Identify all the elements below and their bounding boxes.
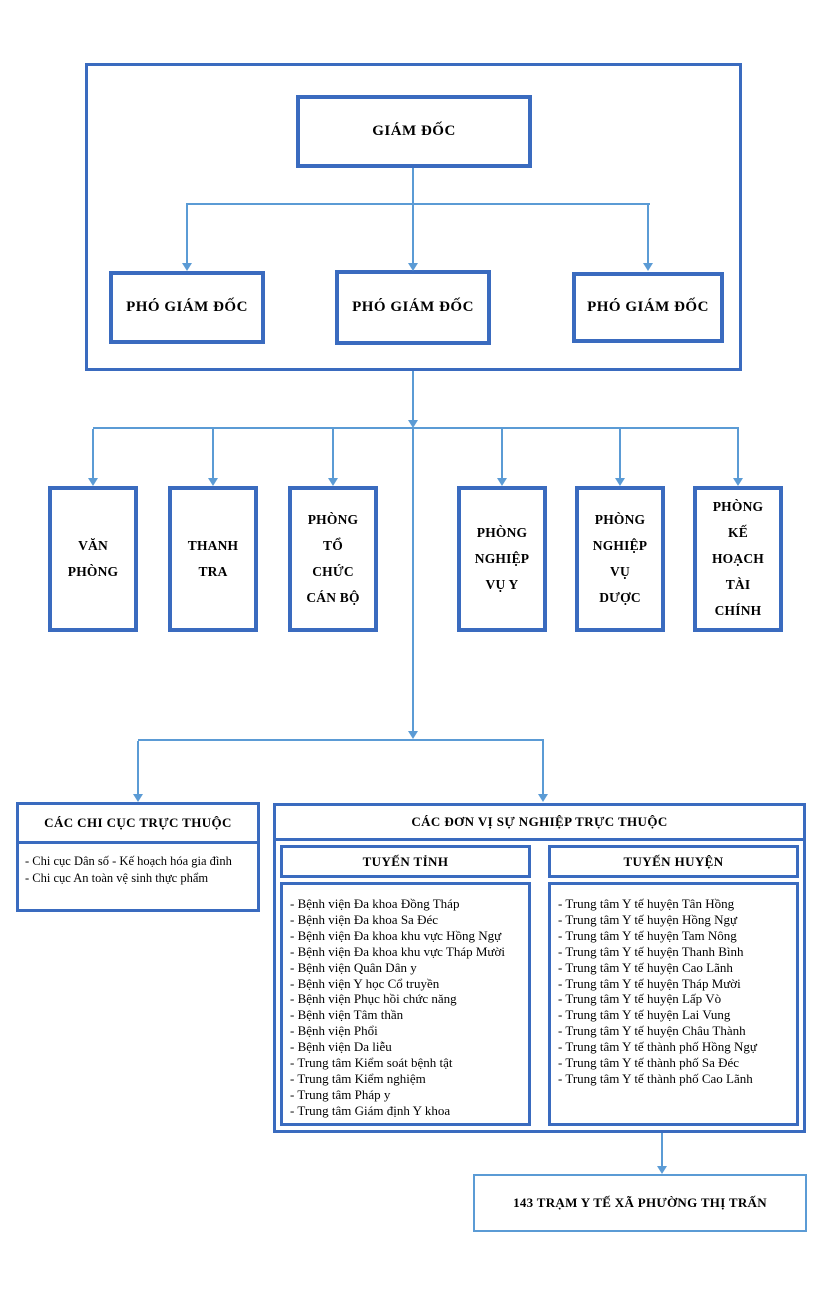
connector-line bbox=[137, 741, 139, 794]
don-vi-title: CÁC ĐƠN VỊ SỰ NGHIỆP TRỰC THUỘC bbox=[276, 806, 803, 841]
connector-line bbox=[412, 371, 414, 420]
dept-box-nghiep-vu-y: PHÒNG NGHIỆP VỤ Y bbox=[457, 486, 547, 632]
list-item: - Trung tâm Giám định Y khoa bbox=[290, 1102, 451, 1118]
connector-line bbox=[412, 429, 414, 731]
connector-line bbox=[412, 205, 414, 263]
tram-y-te-label: 143 TRẠM Y TẾ XÃ PHƯỜNG THỊ TRẤN bbox=[513, 1195, 767, 1210]
arrow-down-icon bbox=[497, 478, 507, 486]
connector-line bbox=[92, 429, 94, 478]
deputy-box-1: PHÓ GIÁM ĐỐC bbox=[109, 271, 265, 344]
arrow-down-icon bbox=[408, 263, 418, 271]
list-item: - Bệnh viện Phục hồi chức năng bbox=[290, 991, 457, 1007]
tuyen-huyen-title: TUYẾN HUYỆN bbox=[548, 845, 799, 878]
arrow-down-icon bbox=[733, 478, 743, 486]
arrow-down-icon bbox=[133, 794, 143, 802]
list-item: - Bệnh viện Phổi bbox=[290, 1023, 378, 1039]
dept-box-van-phong: VĂN PHÒNG bbox=[48, 486, 138, 632]
director-box: GIÁM ĐỐC bbox=[296, 95, 532, 168]
dept-label: PHÒNG KẾ HOẠCH TÀI CHÍNH bbox=[711, 499, 764, 618]
column-tuyen-tinh: TUYẾN TỈNH - Bệnh viện Đa khoa Đồng Tháp… bbox=[280, 845, 531, 1126]
arrow-down-icon bbox=[643, 263, 653, 271]
dept-box-nghiep-vu-duoc: PHÒNG NGHIỆP VỤ DƯỢC bbox=[575, 486, 665, 632]
chi-cuc-title: CÁC CHI CỤC TRỰC THUỘC bbox=[19, 805, 257, 844]
chi-cuc-box: CÁC CHI CỤC TRỰC THUỘC - Chi cục Dân số … bbox=[16, 802, 260, 912]
dept-label: PHÒNG NGHIỆP VỤ DƯỢC bbox=[592, 512, 648, 605]
arrow-down-icon bbox=[88, 478, 98, 486]
connector-line bbox=[186, 203, 650, 205]
tuyen-tinh-title: TUYẾN TỈNH bbox=[280, 845, 531, 878]
list-item: - Trung tâm Y tế huyện Lai Vung bbox=[558, 1007, 731, 1023]
deputy-box-3: PHÓ GIÁM ĐỐC bbox=[572, 272, 724, 343]
list-item: - Bệnh viện Quân Dân y bbox=[290, 959, 417, 975]
deputy-box-2: PHÓ GIÁM ĐỐC bbox=[335, 270, 491, 345]
connector-line bbox=[332, 429, 334, 478]
list-item: - Trung tâm Y tế thành phố Hồng Ngự bbox=[558, 1039, 757, 1055]
deputy-label: PHÓ GIÁM ĐỐC bbox=[126, 299, 248, 315]
list-item: - Chi cục Dân số - Kế hoạch hóa gia đình bbox=[25, 854, 232, 868]
dept-label: PHÒNG TỔ CHỨC CÁN BỘ bbox=[306, 512, 360, 605]
list-item: - Trung tâm Y tế huyện Cao Lãnh bbox=[558, 959, 733, 975]
list-item: - Trung tâm Y tế huyện Tân Hồng bbox=[558, 896, 735, 911]
list-item: - Bệnh viện Da liễu bbox=[290, 1039, 392, 1055]
column-tuyen-huyen: TUYẾN HUYỆN - Trung tâm Y tế huyện Tân H… bbox=[548, 845, 799, 1126]
tuyen-tinh-list: - Bệnh viện Đa khoa Đồng Tháp- Bệnh viện… bbox=[280, 882, 531, 1126]
connector-line bbox=[737, 429, 739, 478]
connector-line bbox=[93, 427, 739, 429]
list-item: - Bệnh viện Đa khoa khu vực Tháp Mười bbox=[290, 943, 505, 959]
list-item: - Trung tâm Y tế huyện Hồng Ngự bbox=[558, 911, 738, 927]
arrow-down-icon bbox=[408, 420, 418, 428]
connector-line bbox=[661, 1133, 663, 1166]
list-item: - Trung tâm Y tế huyện Tháp Mười bbox=[558, 975, 741, 991]
dept-box-to-chuc-can-bo: PHÒNG TỔ CHỨC CÁN BỘ bbox=[288, 486, 378, 632]
arrow-down-icon bbox=[538, 794, 548, 802]
list-item: - Trung tâm Y tế huyện Thanh Bình bbox=[558, 943, 744, 959]
arrow-down-icon bbox=[657, 1166, 667, 1174]
connector-line bbox=[501, 429, 503, 478]
arrow-down-icon bbox=[328, 478, 338, 486]
tram-y-te-box: 143 TRẠM Y TẾ XÃ PHƯỜNG THỊ TRẤN bbox=[473, 1174, 807, 1232]
list-item: - Bệnh viện Đa khoa khu vực Hồng Ngự bbox=[290, 927, 502, 943]
list-item: - Chi cục An toàn vệ sinh thực phẩm bbox=[25, 871, 209, 885]
don-vi-columns: TUYẾN TỈNH - Bệnh viện Đa khoa Đồng Tháp… bbox=[276, 841, 803, 1130]
arrow-down-icon bbox=[615, 478, 625, 486]
arrow-down-icon bbox=[208, 478, 218, 486]
dept-label: VĂN PHÒNG bbox=[67, 538, 119, 579]
dept-box-ke-hoach-tai-chinh: PHÒNG KẾ HOẠCH TÀI CHÍNH bbox=[693, 486, 783, 632]
connector-line bbox=[619, 429, 621, 478]
list-item: - Bệnh viện Y học Cổ truyền bbox=[290, 975, 440, 991]
arrow-down-icon bbox=[408, 731, 418, 739]
list-item: - Trung tâm Y tế thành phố Sa Đéc bbox=[558, 1055, 740, 1071]
list-item: - Trung tâm Y tế huyện Lấp Vò bbox=[558, 991, 722, 1007]
connector-line bbox=[212, 429, 214, 478]
list-item: - Trung tâm Kiểm nghiệm bbox=[290, 1070, 426, 1086]
list-item: - Trung tâm Y tế thành phố Cao Lãnh bbox=[558, 1070, 753, 1086]
don-vi-box: CÁC ĐƠN VỊ SỰ NGHIỆP TRỰC THUỘC TUYẾN TỈ… bbox=[273, 803, 806, 1133]
list-item: - Trung tâm Kiểm soát bệnh tật bbox=[290, 1055, 453, 1071]
connector-line bbox=[647, 205, 649, 263]
arrow-down-icon bbox=[182, 263, 192, 271]
connector-line bbox=[138, 739, 544, 741]
list-item: - Bệnh viện Tâm thần bbox=[290, 1007, 404, 1023]
director-label: GIÁM ĐỐC bbox=[372, 123, 456, 139]
dept-label: PHÒNG NGHIỆP VỤ Y bbox=[474, 525, 530, 592]
leadership-container bbox=[85, 63, 742, 371]
tuyen-huyen-list: - Trung tâm Y tế huyện Tân Hồng- Trung t… bbox=[548, 882, 799, 1126]
connector-line bbox=[186, 205, 188, 263]
list-item: - Trung tâm Y tế huyện Châu Thành bbox=[558, 1023, 746, 1039]
list-item: - Bệnh viện Đa khoa Sa Đéc bbox=[290, 911, 439, 927]
deputy-label: PHÓ GIÁM ĐỐC bbox=[587, 299, 709, 315]
connector-line bbox=[542, 741, 544, 794]
chi-cuc-list: - Chi cục Dân số - Kế hoạch hóa gia đình… bbox=[19, 844, 257, 887]
dept-box-thanh-tra: THANH TRA bbox=[168, 486, 258, 632]
list-item: - Trung tâm Y tế huyện Tam Nông bbox=[558, 927, 737, 943]
list-item: - Bệnh viện Đa khoa Đồng Tháp bbox=[290, 896, 460, 911]
connector-line bbox=[412, 168, 414, 205]
dept-label: THANH TRA bbox=[187, 538, 239, 579]
deputy-label: PHÓ GIÁM ĐỐC bbox=[352, 299, 474, 315]
list-item: - Trung tâm Pháp y bbox=[290, 1086, 391, 1102]
